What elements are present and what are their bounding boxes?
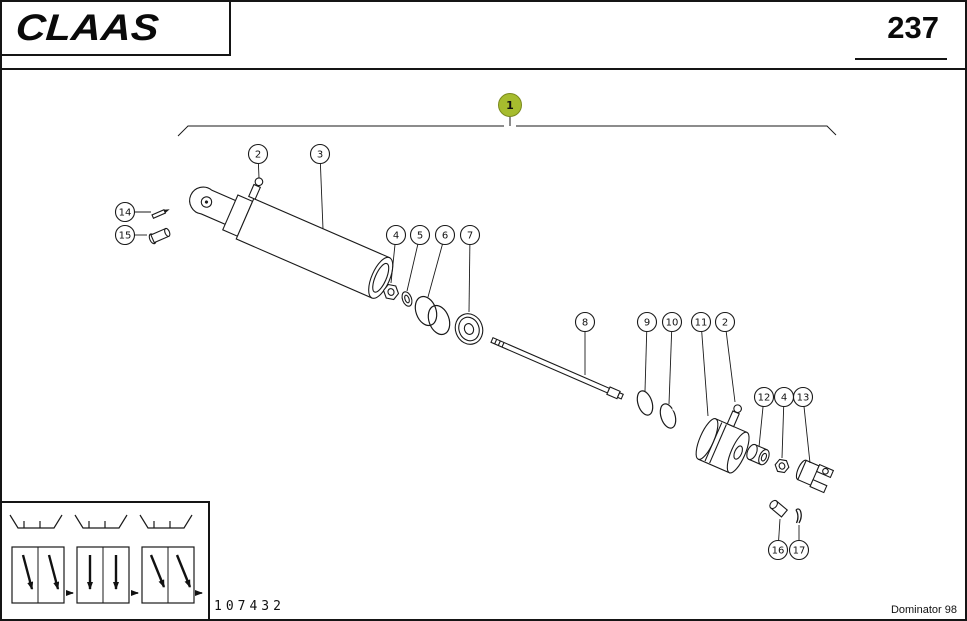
claas-logo: CLAAS (2, 2, 231, 56)
svg-text:17: 17 (793, 546, 806, 557)
svg-text:4: 4 (781, 393, 787, 404)
callout-8: 8 (574, 311, 596, 375)
legend-graphics (9, 514, 203, 604)
seal-rings-6 (414, 295, 451, 336)
callout-14: 14 (114, 201, 151, 223)
cutterbar-profile-icon (9, 514, 63, 529)
legend-box (2, 501, 210, 619)
svg-text:14: 14 (119, 208, 132, 219)
callout-3: 3 (309, 143, 331, 230)
svg-text:15: 15 (119, 231, 132, 242)
gland-7 (454, 313, 484, 345)
page-number-rule (855, 58, 947, 60)
svg-text:13: 13 (797, 393, 810, 404)
svg-text:11: 11 (695, 318, 708, 329)
rod-clevis-13 (795, 459, 835, 494)
o-ring-9 (636, 390, 654, 416)
svg-text:8: 8 (582, 318, 588, 329)
svg-text:12: 12 (758, 393, 771, 404)
bushing-12 (746, 443, 770, 466)
svg-text:6: 6 (442, 231, 448, 242)
cutterbar-profile-icon (139, 514, 193, 529)
arrow-panel-diagonal (11, 546, 74, 604)
callout-2: 2 (247, 143, 269, 179)
callout-4: 4 (773, 386, 795, 459)
callout-13: 13 (792, 386, 814, 464)
callout-10: 10 (661, 311, 683, 405)
svg-text:1: 1 (506, 99, 514, 112)
washer-5 (401, 291, 413, 307)
piston-rod-8 (490, 336, 624, 400)
page-number: 237 (887, 10, 939, 45)
assembly-callout: 1 (498, 93, 522, 117)
callout-6: 6 (427, 224, 456, 298)
callout-9: 9 (636, 311, 658, 392)
callout-layer: 2 3 14 15 4 5 6 7 8 9 10 11 2 12 4 13 16 17 (114, 143, 814, 561)
nut-4a (382, 283, 400, 301)
arrow-panel-vertical (76, 546, 139, 604)
svg-text:10: 10 (666, 318, 679, 329)
callout-4: 4 (385, 224, 407, 284)
svg-text:2: 2 (722, 318, 728, 329)
callout-12: 12 (753, 386, 775, 448)
piston-11 (695, 418, 750, 474)
doc-number: 107432 (214, 599, 285, 614)
grease-fitting-icon (726, 404, 742, 428)
svg-text:7: 7 (467, 231, 473, 242)
cylinder-tube (189, 186, 394, 299)
callout-2: 2 (714, 311, 736, 403)
page-header: CLAAS 237 (2, 2, 965, 70)
claas-logo-text: CLAAS (14, 7, 161, 48)
snap-ring-10 (659, 403, 679, 429)
callout-17: 17 (788, 525, 810, 561)
callout-11: 11 (690, 311, 712, 417)
callout-7: 7 (459, 224, 481, 313)
svg-text:4: 4 (393, 231, 399, 242)
dowel-pin-14 (151, 209, 170, 219)
arrow-panel-steep-diagonal (141, 546, 203, 604)
cotter-pin-17 (795, 508, 802, 524)
callout-16: 16 (767, 518, 789, 561)
svg-text:2: 2 (255, 150, 261, 161)
svg-text:9: 9 (644, 318, 650, 329)
grease-fitting-icon (248, 177, 264, 200)
clevis-pin-16 (769, 499, 789, 518)
nut-4b (774, 458, 790, 474)
svg-text:3: 3 (317, 150, 323, 161)
svg-text:5: 5 (417, 231, 423, 242)
svg-text:16: 16 (772, 546, 785, 557)
callout-5: 5 (406, 224, 431, 292)
callout-15: 15 (114, 224, 147, 246)
model-name: Dominator 98 (890, 604, 957, 616)
clevis-bolt-15 (148, 227, 171, 245)
assembly-bracket (177, 117, 837, 137)
cutterbar-profile-icon (74, 514, 128, 529)
